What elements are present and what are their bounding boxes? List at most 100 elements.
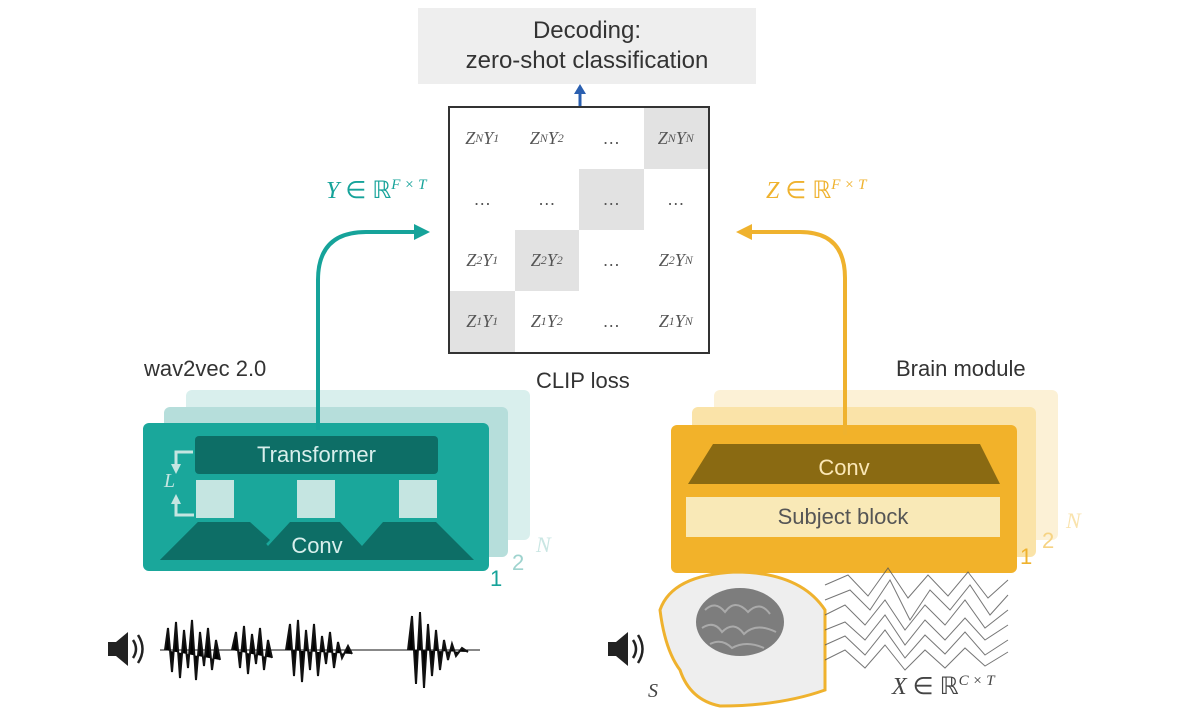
matrix-cell: … [579, 230, 644, 291]
ellipsis: … [602, 311, 621, 331]
y-subscript: N [684, 314, 693, 328]
brain-module-title: Brain module [896, 356, 1026, 381]
ellipsis: … [602, 128, 621, 148]
feature-square-3 [399, 480, 437, 518]
decoding-subtitle: zero-shot classification [465, 47, 709, 74]
x-equation: X ∈ ℝC × T [892, 672, 995, 701]
z-subscript: 1 [540, 314, 547, 328]
teal-arrow [316, 230, 418, 430]
z-symbol: Z [530, 250, 541, 270]
z-symbol: Z [466, 250, 477, 270]
wav2vec-title: wav2vec 2.0 [144, 356, 267, 381]
y-symbol: Y [482, 311, 493, 331]
gold-arrow [748, 230, 847, 435]
gold-arrowhead [736, 224, 752, 240]
matrix-cell: … [450, 169, 515, 230]
y-symbol: Y [546, 311, 557, 331]
matrix-cell: … [579, 291, 644, 352]
z-symbol: Z [658, 311, 669, 331]
loop-label: L [164, 470, 176, 492]
speaker-icon [108, 632, 144, 666]
x-rel: ∈ ℝ [906, 674, 959, 700]
z-subscript: 2 [476, 253, 483, 267]
ellipsis: … [537, 189, 556, 209]
z-subscript: 2 [540, 253, 547, 267]
loop-arrow-up [174, 500, 194, 517]
y-subscript: N [684, 253, 693, 267]
teal-arrowhead [414, 224, 430, 240]
meg-signals-icon [824, 567, 1009, 671]
brain-icon [696, 588, 784, 656]
z-symbol: Z [658, 250, 669, 270]
conv-shape-gold [688, 444, 1000, 484]
decoding-title: Decoding: [532, 17, 642, 44]
speaker-icon [608, 632, 644, 666]
matrix-cell: … [579, 108, 644, 169]
brain-layer-N: N [1066, 508, 1081, 533]
wav2vec-layer-2: 2 [512, 550, 525, 575]
x-var: X [892, 674, 907, 700]
y-equation: Y ∈ ℝF × T [326, 176, 426, 205]
matrix-cell: … [579, 169, 644, 230]
y-symbol: Y [546, 250, 557, 270]
y-subscript: N [685, 131, 694, 145]
transformer-block: Transformer [195, 436, 438, 474]
z-symbol: Z [657, 128, 668, 148]
z-symbol: Z [529, 128, 540, 148]
s-label: S [648, 680, 658, 702]
wav2vec-layer-N: N [536, 532, 551, 557]
z-subscript: 1 [476, 314, 483, 328]
y-subscript: 1 [492, 253, 499, 267]
y-subscript: 1 [493, 131, 500, 145]
y-subscript: 2 [556, 314, 563, 328]
z-subscript: 2 [668, 253, 675, 267]
z-sup: F × T [831, 177, 867, 193]
ellipsis: … [473, 189, 492, 209]
y-var: Y [326, 178, 340, 204]
feature-square-1 [196, 480, 234, 518]
brain-layer-2: 2 [1042, 528, 1055, 553]
y-symbol: Y [483, 128, 494, 148]
y-symbol: Y [674, 311, 685, 331]
y-rel: ∈ ℝ [339, 178, 392, 204]
matrix-cell: … [644, 169, 709, 230]
z-subscript: N [539, 131, 548, 145]
z-var: Z [766, 178, 780, 204]
loop-arrow [174, 450, 193, 468]
z-symbol: Z [530, 311, 541, 331]
clip-loss-label: CLIP loss [536, 368, 630, 393]
z-symbol: Z [466, 311, 477, 331]
subject-block: Subject block [686, 497, 1000, 537]
ellipsis: … [666, 189, 685, 209]
feature-square-2 [297, 480, 335, 518]
conv-shape-teal [160, 522, 474, 560]
y-sup: F × T [391, 177, 427, 193]
y-symbol: Y [674, 250, 685, 270]
brain-layer-1: 1 [1020, 544, 1033, 569]
x-sup: C × T [958, 673, 995, 689]
ellipsis: … [602, 250, 621, 270]
y-subscript: 1 [492, 314, 499, 328]
decoding-box: Decoding: zero-shot classification [418, 8, 756, 84]
loop-arrowhead-up [171, 494, 181, 504]
y-subscript: 2 [556, 253, 563, 267]
ellipsis: … [602, 189, 621, 209]
loop-arrowhead-down [171, 464, 181, 474]
z-equation: Z ∈ ℝF × T [766, 176, 866, 205]
waveform-icon [160, 611, 480, 689]
y-symbol: Y [547, 128, 558, 148]
z-subscript: N [475, 131, 484, 145]
z-symbol: Z [465, 128, 476, 148]
brain-conv-label: Conv [818, 455, 870, 480]
decode-arrowhead [574, 84, 586, 94]
